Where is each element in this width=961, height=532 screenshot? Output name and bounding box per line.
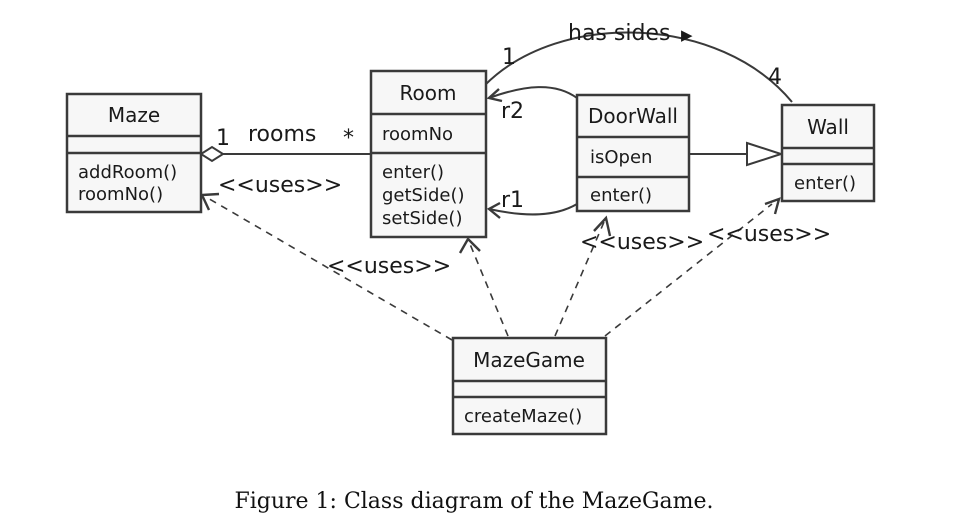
class-mazegame: MazeGame createMaze() [451,336,608,436]
dependency-arrowhead-doorwall [593,215,612,237]
rooms-maze-multiplicity: 1 [216,126,230,151]
class-room-operation: getSide() [382,185,465,206]
class-doorwall-operation: enter() [590,185,652,206]
class-doorwall-attribute: isOpen [590,147,652,168]
class-doorwall: DoorWall isOpen enter() [575,93,691,213]
figure-caption: Figure 1: Class diagram of the MazeGame. [234,489,713,514]
r1-role-label: r1 [501,188,524,213]
uses-label-maze: <<uses>> [218,173,342,198]
uses-label-doorwall: <<uses>> [580,230,704,255]
class-maze-operation: roomNo() [78,184,163,205]
class-room-operation: setSide() [382,208,462,229]
dependency-line-wall [604,203,773,337]
class-room-operation: enter() [382,162,444,183]
generalization-triangle [746,141,785,167]
class-room: Room roomNo enter() getSide() setSide() [369,69,488,239]
has-sides-room-multiplicity: 1 [502,45,516,70]
r1-line [488,203,578,216]
class-mazegame-operation: createMaze() [464,406,582,427]
r2-role-label: r2 [501,99,524,124]
aggregation-diamond [199,145,225,163]
has-sides-label: has sides [568,21,670,46]
class-room-name: Room [400,81,457,105]
uses-label-room: <<uses>> [327,254,451,279]
dependency-arrowhead-maze [200,192,220,211]
has-sides-wall-multiplicity: 4 [768,65,782,90]
class-doorwall-name: DoorWall [588,104,678,128]
dependency-line-maze [205,196,453,341]
has-sides-line [484,31,793,103]
rooms-room-multiplicity: * [343,126,354,151]
class-wall-name: Wall [807,115,849,139]
class-wall-operation: enter() [794,173,856,194]
uses-label-wall: <<uses>> [707,222,831,247]
r2-arrowhead [486,88,503,103]
rooms-association-label: rooms [248,122,316,147]
r2-line [488,86,578,99]
class-wall: Wall enter() [780,103,876,203]
class-room-attribute: roomNo [382,124,453,145]
has-sides-direction-icon: ▶ [681,26,693,44]
dependency-arrowhead-wall [764,197,781,215]
r1-arrowhead [486,201,501,219]
class-maze-operation: addRoom() [78,162,177,183]
dependency-arrowhead-room [458,237,481,254]
class-mazegame-name: MazeGame [473,348,585,372]
class-maze-name: Maze [108,103,160,127]
class-maze: Maze addRoom() roomNo() [65,92,203,214]
dependency-line-room [469,243,509,337]
